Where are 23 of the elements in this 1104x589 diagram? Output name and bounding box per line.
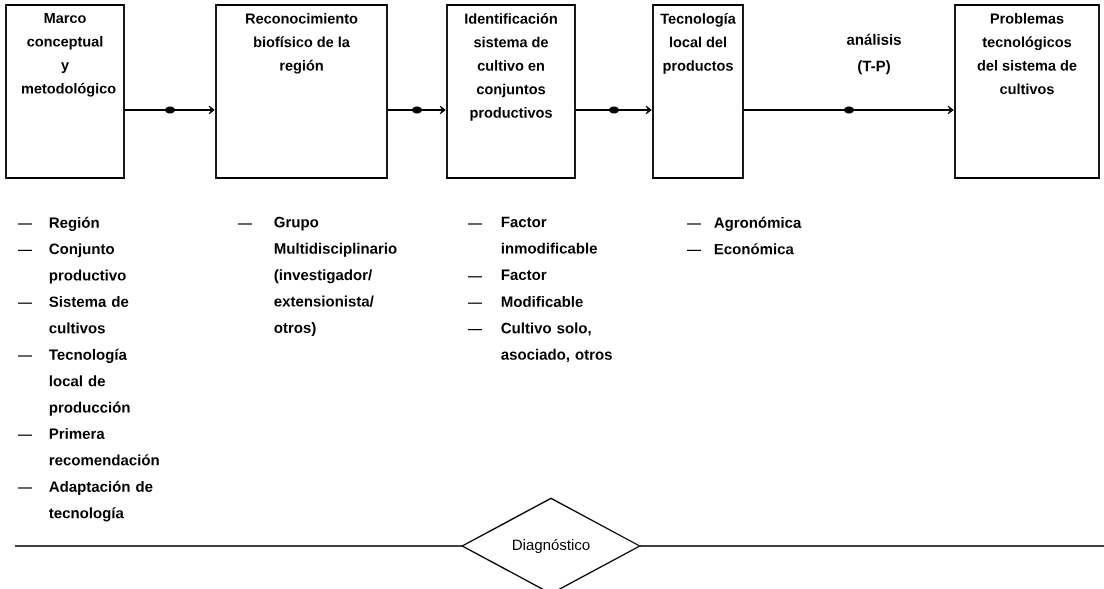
list-item: Adaptación de tecnología — [49, 480, 153, 522]
list-item: Tecnología local de producción — [49, 348, 130, 416]
arrow — [386, 105, 446, 115]
list-item: Grupo Multidisciplinario (investigador/ extensionista/ otros) — [274, 216, 397, 336]
list-item: Modificable — [501, 296, 583, 307]
process-box: Tecnología local del productos — [652, 4, 744, 179]
process-box: Problemas tecnológicos del sistema de cultivos — [954, 4, 1100, 179]
list-item: Factor inmodificable — [501, 216, 597, 254]
list-item: Sistema de cultivos — [49, 296, 129, 334]
list-item: Cultivo solo, asociado, otros — [501, 322, 612, 362]
edge-label: análisis (T-P) — [838, 32, 910, 76]
list-item: Factor — [501, 269, 547, 281]
list-item: Agronómica — [714, 216, 802, 231]
process-box: Reconocimiento biofísico de la región — [215, 4, 388, 179]
arrow — [574, 105, 652, 115]
arrow — [123, 105, 215, 115]
process-box: Identificación sistema de cultivo en conjuntos productivos — [446, 4, 576, 179]
process-box: Marco conceptual y metodológico — [5, 4, 125, 179]
list-item: Económica — [714, 243, 794, 255]
arrow — [742, 105, 954, 115]
list-item: Región — [49, 216, 99, 231]
list-item: Primera recomendación — [49, 428, 159, 466]
list-item: Conjunto productivo — [49, 243, 126, 284]
